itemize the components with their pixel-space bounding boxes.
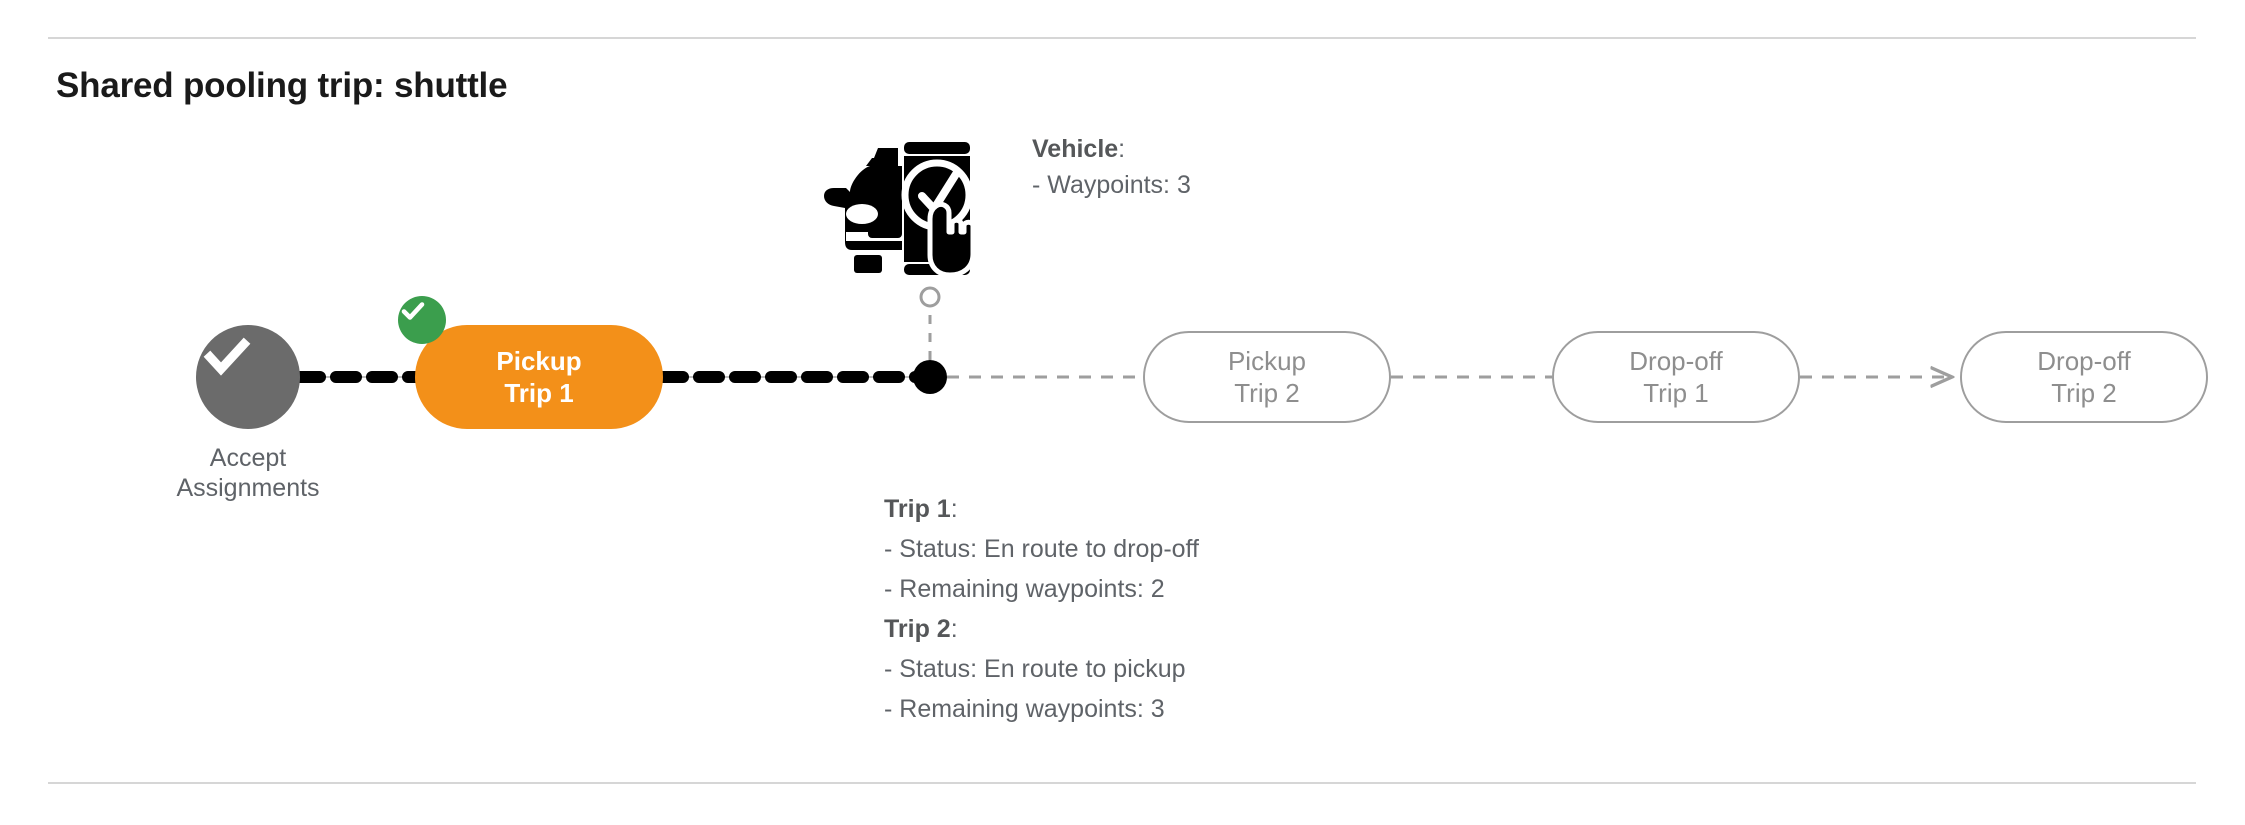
node-dropoff-trip-2-line2: Trip 2 <box>2051 378 2117 408</box>
vehicle-leader-anchor-circle <box>919 286 941 308</box>
node-dropoff-trip-1-line2: Trip 1 <box>1643 378 1709 408</box>
page-title: Shared pooling trip: shuttle <box>56 66 508 105</box>
node-pickup-trip-2[interactable]: Pickup Trip 2 <box>1143 331 1391 423</box>
check-badge-icon <box>398 296 446 344</box>
accept-assignments-label: Accept Assignments <box>98 443 398 503</box>
node-pickup-trip-1[interactable]: Pickup Trip 1 <box>415 325 663 429</box>
trips-info-block: Trip 1: - Status: En route to drop-off -… <box>884 492 1199 732</box>
vehicle-info-heading-colon: : <box>1118 135 1126 163</box>
trip-1-remaining-waypoints: - Remaining waypoints: 2 <box>884 575 1165 603</box>
node-dropoff-trip-2-line1: Drop-off <box>2037 345 2131 376</box>
trip-2-heading-colon: : <box>950 615 958 643</box>
node-pickup-trip-1-line2: Trip 1 <box>504 378 574 408</box>
trip-1-status: - Status: En route to drop-off <box>884 535 1199 563</box>
vehicle-info-block: Vehicle: - Waypoints: 3 <box>1032 132 1191 203</box>
trip-2-heading-row: Trip 2: <box>884 612 1199 652</box>
node-dropoff-trip-2[interactable]: Drop-off Trip 2 <box>1960 331 2208 423</box>
node-pickup-trip-1-line1: Pickup <box>496 345 582 376</box>
vehicle-info-waypoints: - Waypoints: 3 <box>1032 170 1191 199</box>
node-dropoff-trip-1[interactable]: Drop-off Trip 1 <box>1552 331 1800 423</box>
accept-label-line1: Accept <box>209 444 287 472</box>
vehicle-info-heading-row: Vehicle: <box>1032 132 1191 168</box>
vehicle-position-marker <box>913 360 947 394</box>
node-dropoff-trip-1-line1: Drop-off <box>1629 345 1723 376</box>
node-pickup-trip-2-line2: Trip 2 <box>1234 378 1300 408</box>
car-phone-check-icon <box>816 122 976 277</box>
trip-2-heading: Trip 2 <box>884 615 951 643</box>
accept-assignments-node[interactable] <box>196 325 300 429</box>
vehicle-info-heading: Vehicle <box>1032 135 1119 163</box>
trip-1-heading-colon: : <box>950 495 958 523</box>
node-pickup-trip-2-line1: Pickup <box>1227 345 1307 376</box>
trip-2-status: - Status: En route to pickup <box>884 655 1186 683</box>
trip-2-remaining-waypoints: - Remaining waypoints: 3 <box>884 695 1165 723</box>
trip-1-heading-row: Trip 1: <box>884 492 1199 532</box>
top-divider <box>48 37 2196 39</box>
trip-1-heading: Trip 1 <box>884 495 951 523</box>
bottom-divider <box>48 782 2196 784</box>
accept-label-line2: Assignments <box>176 474 320 502</box>
